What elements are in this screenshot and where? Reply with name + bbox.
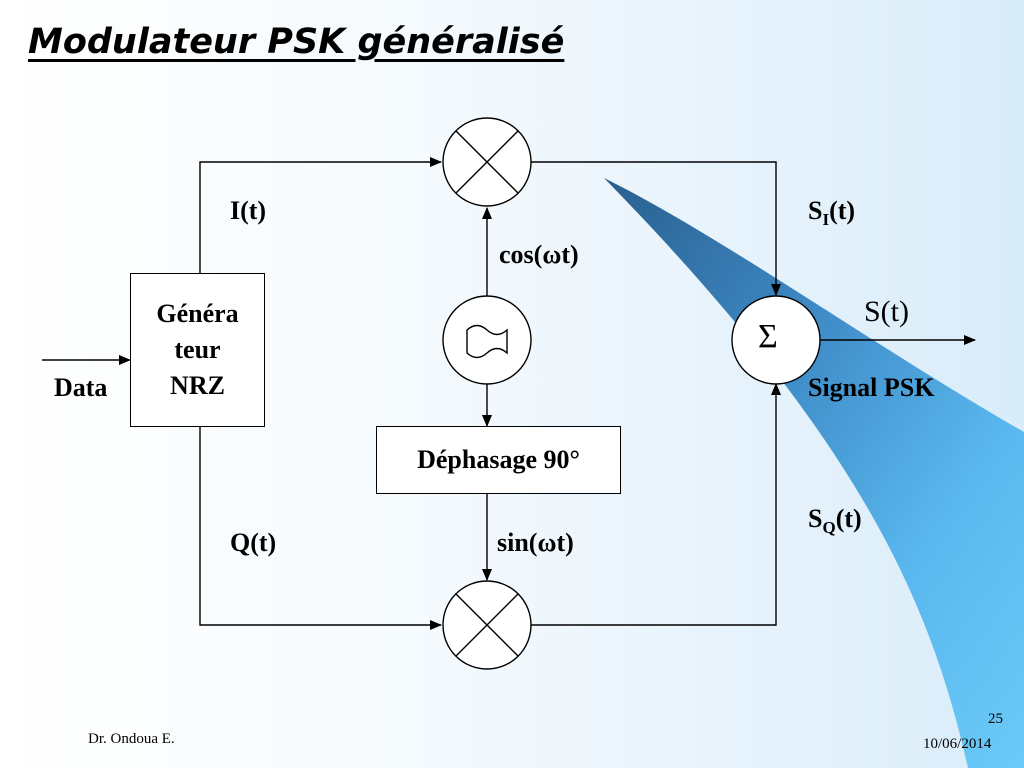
si-line bbox=[531, 161, 781, 296]
generator-line-2: teur bbox=[174, 335, 221, 364]
phase-shift-label: Déphasage 90° bbox=[417, 445, 580, 474]
footer-date: 10/06/2014 bbox=[923, 736, 992, 752]
top-mixer-icon bbox=[442, 117, 532, 207]
q-branch-line bbox=[199, 427, 442, 630]
cos-label: cos(ωt) bbox=[499, 240, 579, 269]
i-branch-line bbox=[199, 157, 442, 273]
bottom-mixer-icon bbox=[442, 580, 532, 670]
phase-shift-block: Déphasage 90° bbox=[376, 426, 621, 494]
q-branch-label: Q(t) bbox=[230, 528, 277, 557]
i-branch-label: I(t) bbox=[230, 196, 267, 225]
summer-symbol: Σ bbox=[758, 318, 778, 355]
si-label: SI(t) bbox=[808, 196, 856, 230]
generator-line-1: Généra bbox=[156, 299, 239, 328]
signal-psk-label: Signal PSK bbox=[808, 373, 935, 402]
generator-line-3: NRZ bbox=[170, 371, 225, 400]
slide-number: 25 bbox=[988, 711, 1003, 727]
page-title: Modulateur PSK généralisé bbox=[28, 22, 565, 62]
footer-author: Dr. Ondoua E. bbox=[88, 731, 175, 747]
output-label: S(t) bbox=[864, 295, 909, 328]
summer-icon bbox=[731, 295, 821, 385]
sin-label: sin(ωt) bbox=[497, 528, 574, 557]
nrz-generator-block: Généra teur NRZ bbox=[130, 273, 265, 427]
data-label: Data bbox=[54, 373, 108, 402]
sq-line bbox=[531, 383, 781, 626]
oscillator-icon bbox=[442, 295, 532, 385]
sq-label: SQ(t) bbox=[808, 504, 862, 538]
